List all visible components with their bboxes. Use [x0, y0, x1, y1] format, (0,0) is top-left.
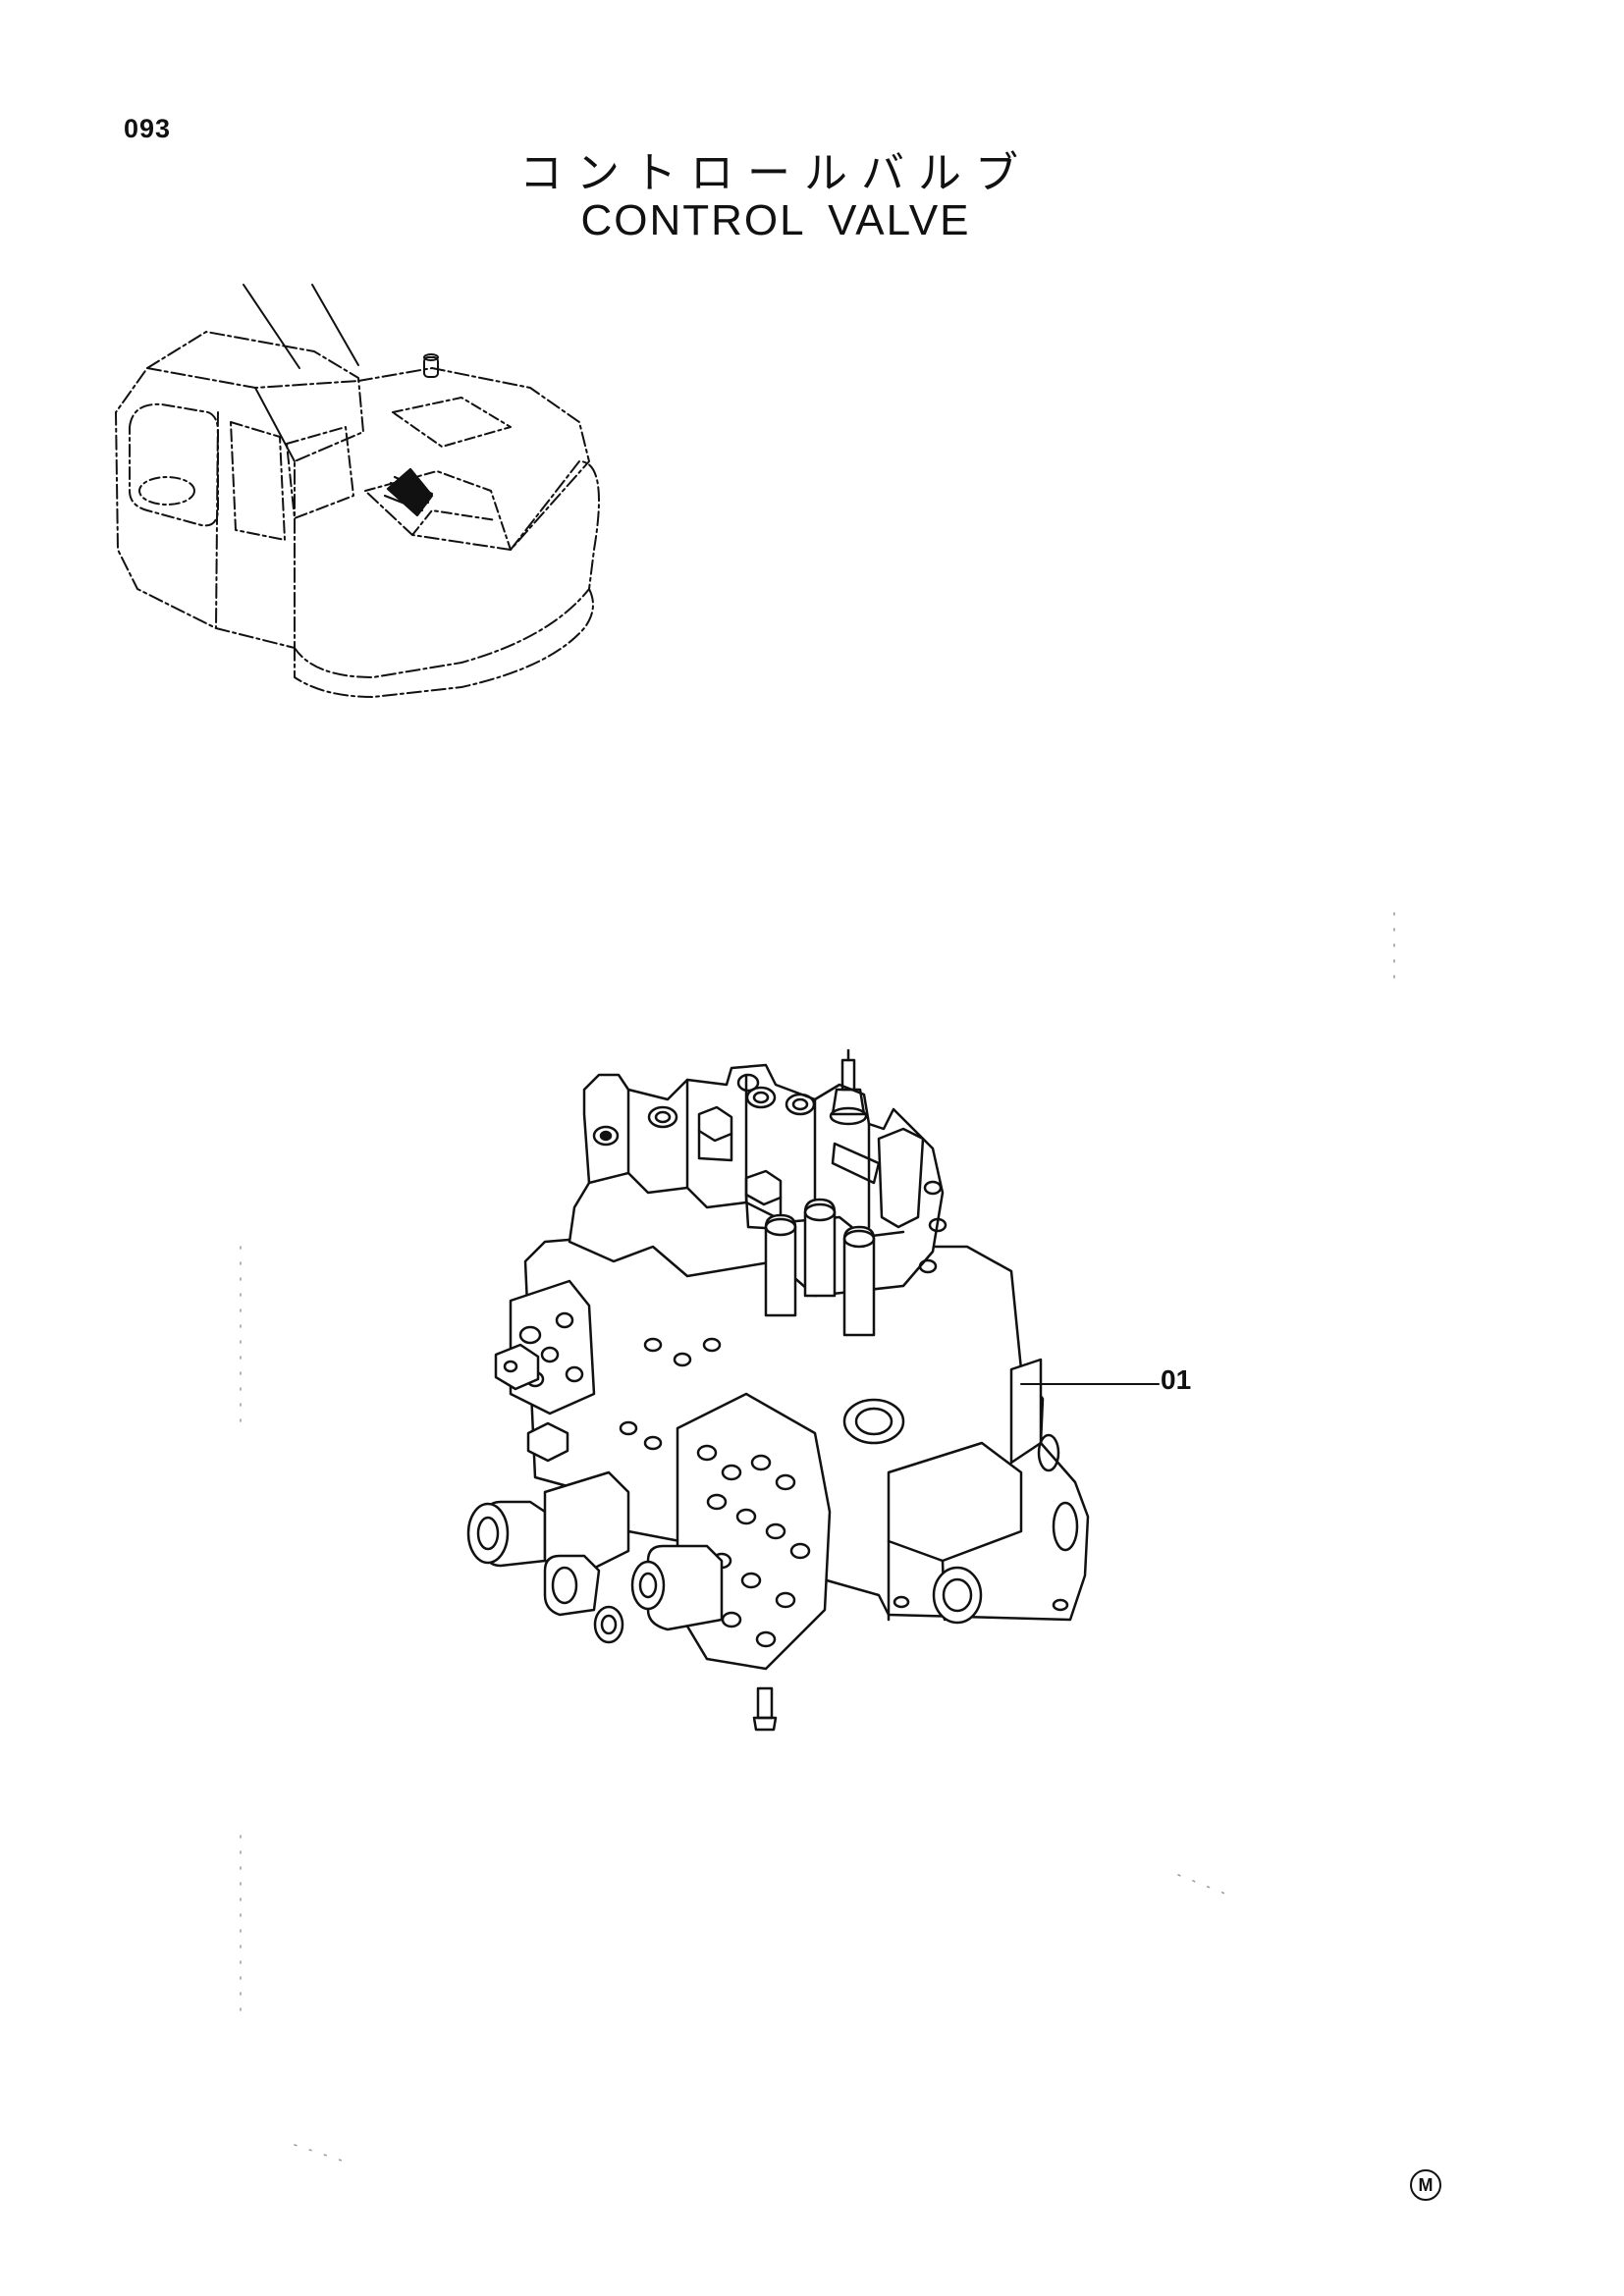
scan-noise — [240, 912, 1395, 2165]
callout-label-01: 01 — [1161, 1364, 1192, 1395]
control-valve-location-marker — [383, 467, 434, 517]
page-number: 093 — [124, 114, 172, 143]
machine-location-diagram — [115, 284, 600, 698]
circled-m-mark: M — [1410, 2169, 1441, 2201]
page-title-english: CONTROL VALVE — [580, 196, 971, 244]
control-valve-drawing — [466, 1048, 1090, 1732]
page-title-japanese: コントロールバルブ — [519, 148, 1032, 198]
